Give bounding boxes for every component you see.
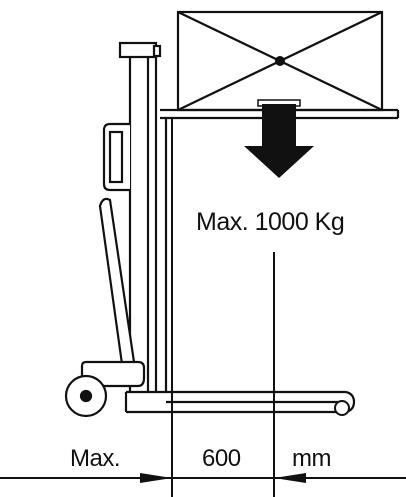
mast-handle (102, 122, 130, 192)
pump-lever (98, 197, 136, 366)
load-capacity-label: Max. 1000 Kg (196, 208, 344, 236)
rear-wheel-assembly (64, 360, 146, 418)
mast-top-cap (118, 41, 162, 59)
dimension-prefix-label: Max. (70, 445, 120, 472)
center-of-gravity-dot (275, 56, 285, 66)
front-wheel (334, 400, 350, 416)
mast (128, 57, 168, 392)
dimension-line (0, 473, 406, 483)
load-arrow-icon (244, 99, 314, 178)
dimension-value-label: 600 (202, 445, 241, 472)
chassis-base (124, 390, 356, 414)
dimension-unit-label: mm (292, 445, 331, 472)
